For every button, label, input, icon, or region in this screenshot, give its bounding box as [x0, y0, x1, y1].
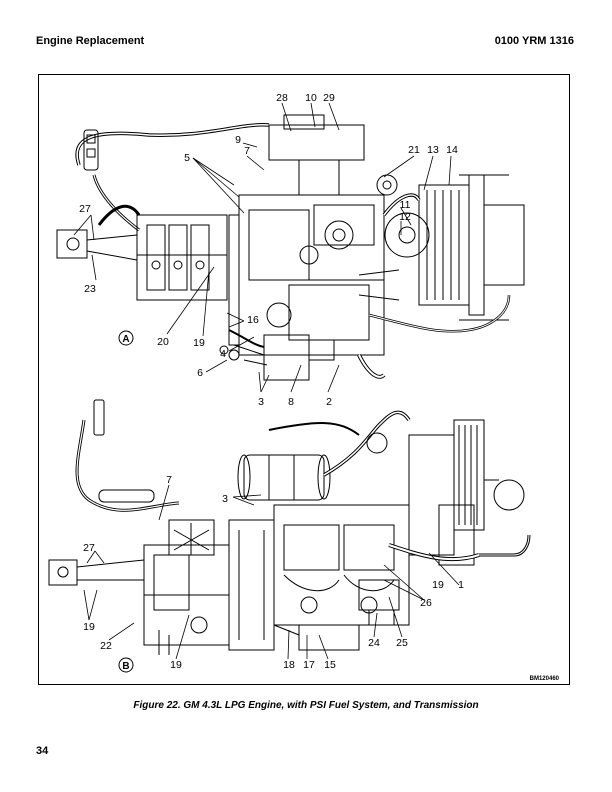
view-a-callouts: 28 10 29 9 7 5 21 13 14 27 11 12 23 16 2… — [79, 92, 458, 408]
callout-label: 13 — [427, 144, 439, 156]
leader-lines — [73, 102, 460, 660]
callout-label: 24 — [368, 637, 380, 649]
callout-label: 8 — [288, 396, 294, 408]
callout-label: 19 — [193, 337, 205, 349]
callout-label: 12 — [399, 211, 411, 223]
view-a-marker-circle — [118, 330, 134, 346]
view-a-drawing — [56, 114, 525, 381]
callout-label: 20 — [157, 336, 169, 348]
callout-label: 3 — [222, 493, 228, 505]
document-code: 0100 YRM 1316 — [494, 35, 574, 47]
callout-label: 27 — [83, 542, 95, 554]
callout-label: 22 — [100, 640, 112, 652]
callout-label: 7 — [244, 145, 250, 157]
callout-label: 25 — [396, 637, 408, 649]
callout-label: 16 — [247, 314, 259, 326]
callout-label: 1 — [458, 579, 464, 591]
page-number: 34 — [36, 745, 49, 757]
view-a-letter: A — [122, 334, 129, 345]
callout-label: 3 — [258, 396, 264, 408]
figure-caption: Figure 22. GM 4.3L LPG Engine, with PSI … — [133, 700, 479, 711]
callout-label: 29 — [323, 92, 335, 104]
figure-frame: A B 28 10 29 9 7 5 21 13 14 27 11 12 23 … — [38, 74, 570, 685]
callout-label: 14 — [446, 144, 458, 156]
section-title: Engine Replacement — [36, 35, 145, 47]
view-b-drawing — [48, 399, 531, 655]
callout-label: 2 — [326, 396, 332, 408]
callout-label: 28 — [276, 92, 288, 104]
engine-illustration: A B 28 10 29 9 7 5 21 13 14 27 11 12 23 … — [48, 92, 560, 682]
callout-label: 27 — [79, 203, 91, 215]
callout-label: 26 — [420, 597, 432, 609]
callout-label: 19 — [83, 621, 95, 633]
callout-label: 4 — [220, 348, 226, 360]
callout-label: 11 — [400, 199, 411, 211]
callout-label: 15 — [324, 659, 336, 671]
callout-label: 17 — [303, 659, 315, 671]
callout-label: 10 — [305, 92, 317, 104]
callout-label: 5 — [184, 152, 190, 164]
view-b-marker-circle — [118, 657, 134, 673]
callout-label: 19 — [170, 659, 182, 671]
image-code: BM120460 — [530, 676, 560, 682]
callout-label: 7 — [166, 474, 172, 486]
callout-label: 6 — [197, 367, 203, 379]
callout-label: 19 — [432, 579, 444, 591]
callout-label: 18 — [283, 659, 295, 671]
callout-label: 23 — [84, 283, 96, 295]
callout-label: 21 — [408, 144, 420, 156]
view-b-callouts: 7 3 27 19 1 26 19 22 24 25 19 18 17 15 — [83, 474, 464, 671]
view-b-letter: B — [122, 661, 129, 672]
callout-label: 9 — [235, 134, 241, 146]
